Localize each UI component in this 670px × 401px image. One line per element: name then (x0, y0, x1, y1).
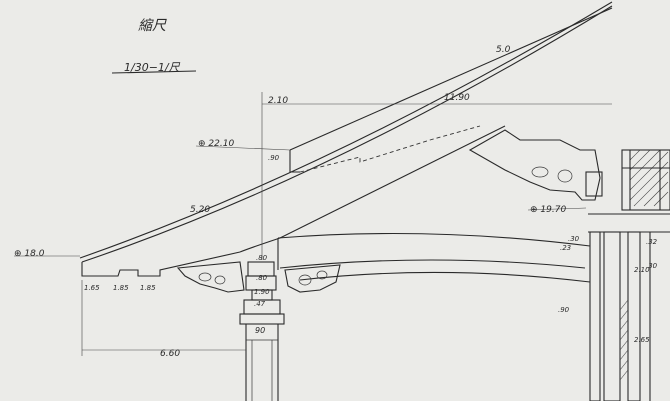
right-wall-column-2 (603, 231, 621, 401)
lower-eave (239, 237, 281, 253)
upper-rafter (289, 7, 613, 151)
upper-bracket-cloud-2 (557, 169, 573, 183)
dim-eave-left: 6.60 (160, 349, 180, 359)
dim-small-11: 2.10 (634, 266, 650, 274)
left-bracket (176, 261, 245, 293)
right-wall-column-3 (627, 231, 641, 401)
upper-roof-line (79, 1, 613, 259)
dim-small-12: 2.65 (634, 336, 650, 344)
dim-rafter-lower: 5.20 (190, 205, 210, 215)
post-capital (239, 313, 285, 325)
curved-beam-top (277, 232, 591, 247)
roof-board-dashed (299, 125, 481, 173)
dim-small-7: .47 (254, 300, 266, 308)
left-bracket-cloud-2 (214, 275, 226, 285)
upper-block (289, 150, 300, 173)
left-bracket-cloud-1 (198, 272, 212, 282)
dim-small-1: 1.65 (84, 284, 100, 292)
level-upper-leader (195, 145, 291, 151)
scale-underline (111, 70, 197, 74)
dim-small-2: 1.85 (113, 284, 129, 292)
lattice-hatch (629, 149, 669, 207)
scale-label: 1/30−1/尺 (124, 61, 181, 74)
curved-beam-bottom (299, 271, 591, 283)
right-bracket (284, 264, 341, 293)
upper-bracket-cloud-1 (531, 166, 549, 178)
lattice-window (621, 149, 670, 211)
dim-small-4: .80 (256, 254, 268, 262)
eave-profile (81, 251, 241, 277)
upper-roof-line-2 (81, 5, 613, 263)
dim-small-8: .90 (268, 154, 280, 162)
right-bracket-cloud-2 (316, 270, 328, 280)
dim-small-14: .30 (646, 262, 658, 270)
level-middle-leader (527, 207, 587, 211)
lower-rafter (279, 125, 506, 239)
dim-small-6: 1.90 (254, 288, 270, 296)
dim-top-offset: 2.10 (268, 96, 288, 106)
right-hatch-strip (619, 299, 629, 381)
dim-small-15: .90 (558, 306, 570, 314)
upper-bracket (468, 129, 601, 201)
dim-small-9: .23 (560, 244, 571, 252)
dim-post-width: 90 (255, 326, 265, 335)
upper-bracket-block (585, 171, 603, 197)
level-middle: ⊕ 19.70 (530, 205, 566, 215)
dim-small-3: 1.85 (140, 284, 156, 292)
dim-span-right: 11.90 (444, 93, 470, 103)
level-upper: ⊕ 22.10 (198, 139, 234, 149)
dim-rafter-upper: 5.0 (496, 45, 511, 55)
right-bracket-cloud (298, 274, 312, 286)
dim-small-13: .32 (646, 238, 658, 246)
drawing-title: 縮尺 (138, 18, 167, 34)
level-lower: ⊕ 18.0 (14, 249, 45, 259)
curved-beam-mid (279, 259, 586, 269)
right-wall-column-1 (589, 231, 601, 401)
dim-small-5: .80 (256, 274, 268, 282)
dim-small-10: .30 (568, 235, 580, 243)
